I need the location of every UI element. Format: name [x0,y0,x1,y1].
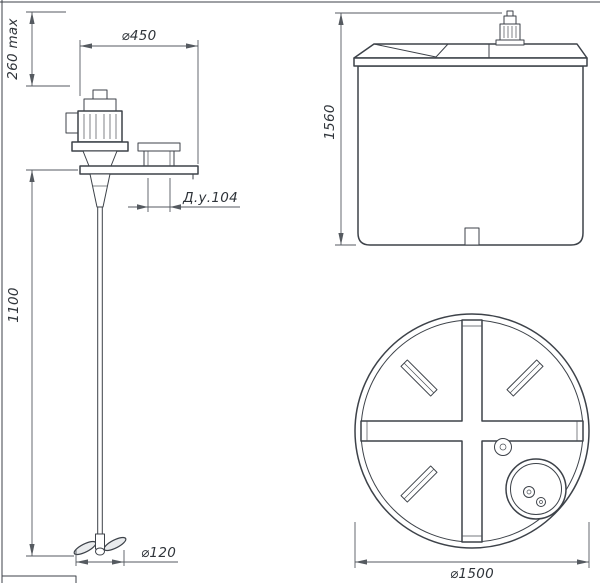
dim-tank-diameter-label: ⌀1500 [450,566,494,582]
tank-bottom-fitting [464,227,480,246]
dim-450: ⌀450 [79,28,199,164]
propeller-tip [95,547,105,556]
shaft [97,206,103,538]
propeller [73,533,127,556]
manhole-inner [510,463,562,515]
baffle-cross [360,319,584,543]
tank-motor-body [499,23,521,41]
stuffing-box [89,173,111,208]
blade-lower-left [400,465,438,503]
tank-motor [495,10,525,46]
manhole [505,458,567,520]
nozzle-bore-lines [147,151,171,166]
motor-fins [83,114,117,139]
nozzle-du104 [137,142,181,167]
nozzle-flange [137,142,181,152]
dim-motor-clearance-label: 260 max [5,18,21,80]
motor-terminal-box [83,98,117,112]
dim-plate-diameter-label: ⌀450 [121,28,156,44]
dim-nozzle-bore-label: Д.у.104 [182,190,238,206]
tank-motor-terminal [503,15,517,25]
dim-1100: 1100 [6,169,78,557]
tank-motor-flange [495,39,525,46]
tank-lid [353,43,588,59]
blade-upper-left [400,359,438,397]
motor-junction [65,112,80,134]
lid-seam [373,43,449,58]
tank-motor-cap [506,10,514,17]
dim-1560: 1560 [322,12,502,246]
mounting-plate [79,165,199,175]
manhole-bolt-2 [536,497,546,507]
motor [65,89,129,167]
dim-tank-height-label: 1560 [322,104,338,140]
motor-body [77,110,123,143]
tank-front-view: 1560 [322,10,588,246]
propeller-hub [95,533,105,550]
baffle-end-plates [366,325,578,537]
tank-motor-fins [503,26,517,38]
tank-body [357,65,584,246]
dim-260: 260 max [5,11,70,87]
manhole-outer [505,458,567,520]
dim-shaft-length-label: 1100 [6,287,22,323]
shaft-port [494,438,512,456]
dim-1500: ⌀1500 [354,522,590,582]
tank-rim [353,57,588,67]
dim-du104: Д.у.104 [128,178,240,212]
dim-propeller-diameter-label: ⌀120 [141,545,176,561]
tank-top-view: ⌀1500 [354,313,590,582]
blade-upper-right [506,359,544,397]
motor-cap [92,89,108,100]
dim-120: ⌀120 [75,545,178,566]
manhole-bolt-1 [523,486,535,498]
nozzle-wall [143,150,175,167]
motor-lantern [82,150,118,167]
agitator-side-view: 260 max ⌀450 Д.у.104 1100 [5,11,240,566]
motor-flange [71,141,129,152]
